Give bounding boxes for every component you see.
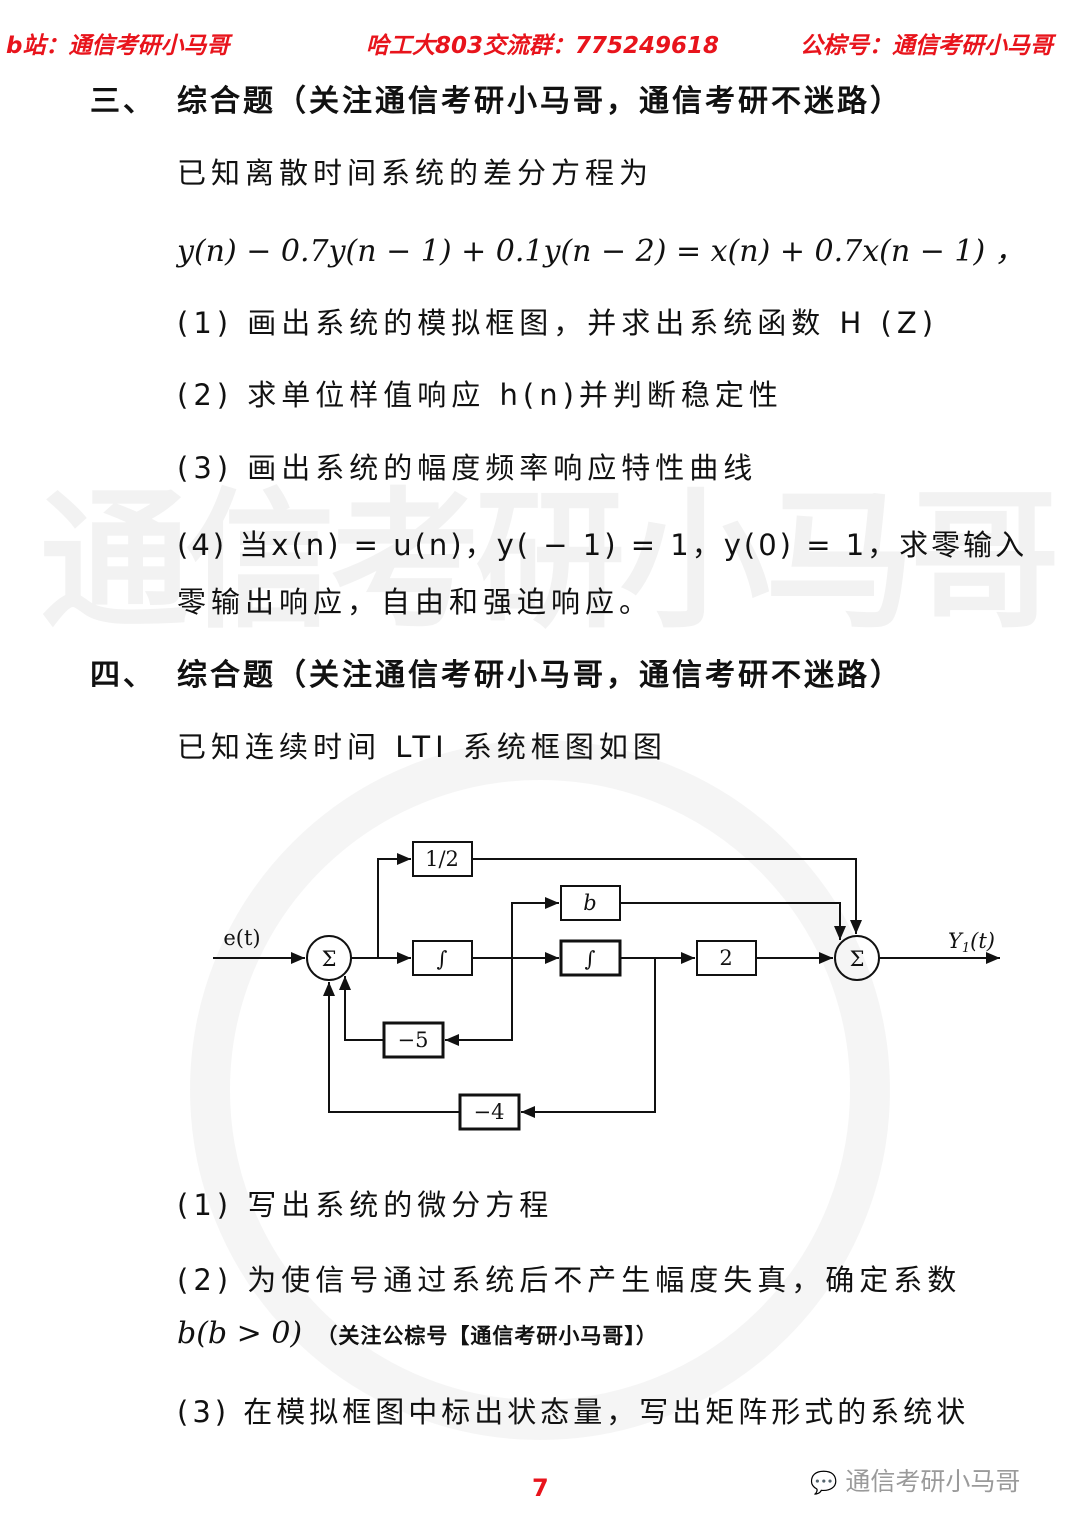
section3-number: 三、 bbox=[90, 84, 156, 119]
section4-title: 综合题（关注通信考研小马哥，通信考研不迷路） bbox=[177, 658, 903, 693]
output-label: Y1(t) bbox=[948, 929, 995, 956]
wechat-account: 💬 通信考研小马哥 bbox=[810, 1462, 1020, 1498]
gain-2-label: 2 bbox=[719, 946, 732, 970]
b-label: b bbox=[583, 891, 596, 915]
watermark-text: 通信考研小马哥 bbox=[40, 475, 1060, 649]
summer-1-symbol: Σ bbox=[322, 947, 337, 971]
difference-equation: y(n) − 0.7y(n − 1) + 0.1y(n − 2) = x(n) … bbox=[177, 234, 1025, 269]
wire-to-b bbox=[511, 897, 559, 958]
wire-m5-to-sum1 bbox=[339, 976, 384, 1041]
block-m4 bbox=[458, 1093, 521, 1131]
header-center: 哈工大803交流群：775249618 bbox=[366, 33, 720, 59]
section3-q2: (2) 求单位样值响应 h(n)并判断稳定性 bbox=[177, 378, 783, 412]
wire-to-half bbox=[377, 853, 411, 958]
section3-title: 综合题（关注通信考研小马哥，通信考研不迷路） bbox=[177, 84, 903, 119]
section3-q4-cont: 零输出响应，自由和强迫响应。 bbox=[177, 585, 654, 619]
block-b bbox=[560, 885, 621, 921]
section3-q4: (4) 当x(n) = u(n)，y( − 1) = 1，y(0) = 1，求零… bbox=[177, 528, 1028, 562]
m5-label: −5 bbox=[398, 1028, 429, 1052]
block-integrator-2 bbox=[559, 939, 622, 977]
section4-intro: 已知连续时间 LTI 系统框图如图 bbox=[177, 730, 667, 764]
input-label: e(t) bbox=[223, 926, 260, 950]
half-label: 1/2 bbox=[425, 847, 459, 871]
section3-q3: (3) 画出系统的幅度频率响应特性曲线 bbox=[177, 451, 758, 485]
wire-to-m4 bbox=[521, 958, 656, 1118]
summer-2 bbox=[834, 935, 880, 981]
wechat-label: 通信考研小马哥 bbox=[845, 1467, 1021, 1496]
wire-to-m5 bbox=[445, 958, 513, 1046]
section3-q1: (1) 画出系统的模拟框图，并求出系统函数 H (Z) bbox=[177, 306, 939, 340]
header-right: 公棕号：通信考研小马哥 bbox=[800, 33, 1053, 59]
wire-half-to-sum2 bbox=[472, 858, 862, 934]
wire-b-to-sum2 bbox=[620, 902, 846, 940]
block-gain-2 bbox=[696, 940, 757, 976]
b-condition: b(b > 0) bbox=[177, 1316, 303, 1351]
header-left: b站：通信考研小马哥 bbox=[6, 33, 230, 59]
follow-note: （关注公棕号【通信考研小马哥】） bbox=[316, 1324, 658, 1348]
block-m5 bbox=[382, 1021, 445, 1059]
section3-intro: 已知离散时间系统的差分方程为 bbox=[177, 156, 654, 190]
summer-1 bbox=[306, 935, 352, 981]
integrator-1-label: ∫ bbox=[437, 947, 448, 971]
wechat-icon: 💬 bbox=[810, 1471, 838, 1496]
section4-q1: (1) 写出系统的微分方程 bbox=[177, 1188, 554, 1222]
section4-q3: (3) 在模拟框图中标出状态量，写出矩阵形式的系统状 bbox=[177, 1395, 970, 1429]
summer-2-symbol: Σ bbox=[850, 947, 865, 971]
section4-number: 四、 bbox=[90, 658, 156, 693]
integrator-2-label: ∫ bbox=[585, 947, 596, 971]
wire-m4-to-sum1 bbox=[323, 982, 460, 1113]
block-half bbox=[412, 841, 473, 877]
m4-label: −4 bbox=[474, 1100, 505, 1124]
section4-q2: (2) 为使信号通过系统后不产生幅度失真，确定系数 bbox=[177, 1263, 962, 1297]
page-number: 7 bbox=[532, 1474, 549, 1502]
block-integrator-1 bbox=[412, 940, 473, 976]
